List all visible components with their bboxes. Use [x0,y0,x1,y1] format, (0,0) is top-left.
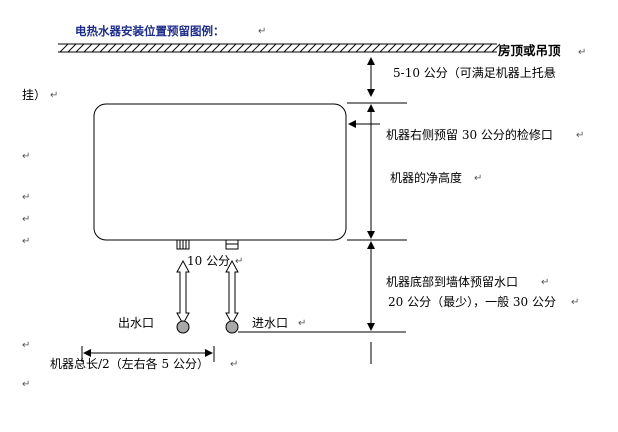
return-mark: ↵ [258,26,267,37]
return-mark: ↵ [576,130,585,141]
return-mark: ↵ [298,318,307,329]
width-label: 机器总长/2（左右各 5 公分） [50,357,209,371]
ceiling-label: 房顶或吊顶 [498,43,561,58]
outlet-valve [176,320,190,334]
top-gap-label-cont: 挂） [22,88,47,102]
return-mark: ↵ [541,277,550,288]
return-mark: ↵ [22,379,31,390]
bottom-gap-label-cont: 20 公分（最少），一般 30 公分 [388,295,556,309]
right-side-label: 机器右侧预留 30 公分的检修口 [386,128,553,142]
top-gap-label: 5-10 公分（可满足机器上托悬 [393,66,556,80]
inlet-pipe-fitting [225,239,239,250]
net-height-label: 机器的净高度 [390,171,463,185]
return-mark: ↵ [235,256,244,267]
inlet-label: 进水口 [252,316,289,330]
return-mark: ↵ [50,90,59,101]
outlet-label: 出水口 [118,316,155,330]
diagram-title: 电热水器安装位置预留图例： [75,24,225,38]
outlet-pipe-fitting [176,239,190,250]
water-heater-body [93,103,347,241]
return-mark: ↵ [230,359,239,370]
return-mark: ↵ [474,173,483,184]
outlet-hollow-arrow [176,259,190,326]
return-mark: ↵ [22,151,31,162]
pipe-spacing-label: 10 公分 [187,254,231,268]
return-mark: ↵ [578,47,587,58]
return-mark: ↵ [22,192,31,203]
return-mark: ↵ [22,236,31,247]
inlet-hollow-arrow [225,259,239,326]
return-mark: ↵ [571,297,580,308]
bottom-gap-label: 机器底部到墙体预留水口 [386,275,519,289]
return-mark: ↵ [22,214,31,225]
return-mark: ↵ [22,340,31,351]
inlet-valve [225,320,239,334]
ceiling-hatch [58,43,501,53]
